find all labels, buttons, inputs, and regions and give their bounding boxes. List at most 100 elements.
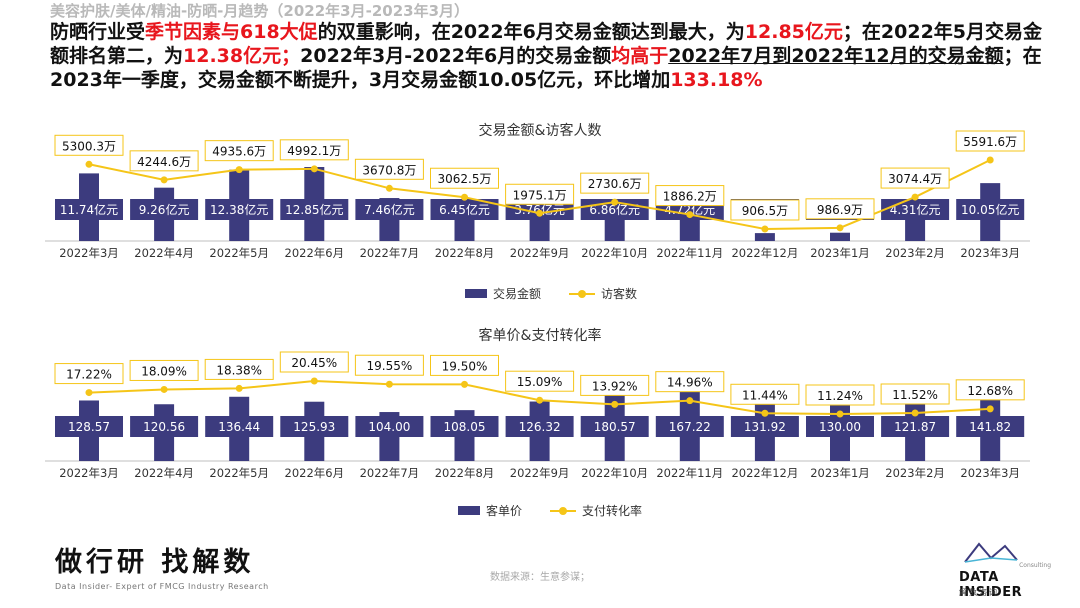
headline-part: 均高于 bbox=[611, 45, 669, 67]
x-tick-label: 2022年4月 bbox=[134, 466, 194, 480]
line-value-label: 5300.3万 bbox=[62, 139, 116, 153]
chart2-title: 客单价&支付转化率 bbox=[478, 328, 602, 344]
line-value-label: 986.9万 bbox=[817, 203, 863, 217]
bar-value-bg bbox=[655, 416, 724, 437]
line-label-box bbox=[880, 383, 950, 405]
bar-value-bg bbox=[130, 416, 199, 437]
legend-bar-label: 交易金额 bbox=[493, 287, 542, 301]
line-point bbox=[385, 380, 393, 388]
line-label-box bbox=[580, 374, 650, 396]
chart1-title: 交易金额&访客人数 bbox=[478, 123, 602, 139]
x-tick-label: 2022年5月 bbox=[209, 246, 269, 260]
legend-bar-swatch bbox=[458, 506, 480, 515]
line-label-box bbox=[129, 359, 199, 381]
x-tick-label: 2022年8月 bbox=[435, 246, 495, 260]
line-label-box bbox=[655, 371, 725, 393]
bar-value-bg bbox=[355, 199, 424, 220]
x-tick-label: 2023年1月 bbox=[810, 246, 870, 260]
line-point bbox=[611, 400, 619, 408]
headline-part: 2022年3月-2022年6月的交易金额 bbox=[300, 45, 612, 67]
line-label-box bbox=[430, 167, 499, 189]
line-point bbox=[160, 385, 168, 393]
x-tick-label: 2022年7月 bbox=[360, 466, 420, 480]
bar-value-label: 130.00 bbox=[819, 420, 861, 434]
x-tick-label: 2022年11月 bbox=[656, 246, 723, 260]
line-point bbox=[536, 209, 544, 217]
line-label-box bbox=[354, 354, 424, 376]
line-point bbox=[235, 384, 243, 392]
x-tick-label: 2023年3月 bbox=[960, 466, 1020, 480]
line-label-box bbox=[655, 185, 725, 207]
line-label-box bbox=[805, 384, 875, 406]
bar-value-label: 128.57 bbox=[68, 420, 110, 434]
line-label-box bbox=[204, 358, 274, 380]
logo-cn: 解数咨询 bbox=[959, 588, 999, 597]
bar-value-label: 7.46亿元 bbox=[364, 202, 415, 217]
line-point bbox=[686, 211, 694, 219]
bar-value-label: 126.32 bbox=[519, 420, 561, 434]
bar-value-bg bbox=[205, 199, 274, 220]
bar-value-bg bbox=[430, 199, 499, 220]
x-tick-label: 2022年4月 bbox=[134, 246, 194, 260]
x-tick-label: 2022年11月 bbox=[656, 466, 723, 480]
line-value-label: 906.5万 bbox=[742, 204, 788, 218]
line-value-label: 15.09% bbox=[517, 375, 563, 389]
headline-part: ；在2022年5月交易金额排名第二，为 bbox=[50, 21, 1043, 67]
logo-consulting: Consulting bbox=[1019, 562, 1051, 569]
line-value-label: 14.96% bbox=[667, 376, 713, 390]
bar-value-bg bbox=[355, 416, 424, 437]
legend-line-swatch bbox=[550, 506, 577, 516]
x-tick-label: 2023年1月 bbox=[810, 466, 870, 480]
line-point bbox=[911, 409, 919, 417]
headline-part: 季节因素与618大促 bbox=[145, 21, 318, 43]
line-value-label: 11.52% bbox=[892, 388, 938, 402]
bar-value-label: 6.86亿元 bbox=[589, 202, 640, 217]
line-value-label: 1886.2万 bbox=[663, 190, 717, 204]
logo-name: DATA INSIDER bbox=[959, 570, 1023, 600]
x-tick-label: 2022年8月 bbox=[435, 466, 495, 480]
chart2-legend: 客单价 支付转化率 bbox=[458, 502, 642, 519]
line-point bbox=[235, 166, 243, 174]
brand-slogan: 做行研 找解数 bbox=[55, 547, 255, 578]
line-value-label: 3670.8万 bbox=[362, 163, 416, 177]
x-tick-label: 2022年10月 bbox=[581, 246, 648, 260]
bar-value-label: 141.82 bbox=[969, 420, 1011, 434]
line-value-label: 20.45% bbox=[291, 356, 337, 370]
bar-value-label: 12.38亿元 bbox=[210, 202, 268, 217]
headline-part: 2022年7月到2022年12月的交易金额 bbox=[668, 45, 1004, 67]
line-value-label: 18.38% bbox=[216, 363, 262, 377]
line-value-label: 19.55% bbox=[367, 359, 413, 373]
bar-value-bg bbox=[280, 416, 349, 437]
bar-value-bg bbox=[580, 416, 649, 437]
legend-bar-swatch bbox=[465, 289, 487, 298]
line-value-label: 17.22% bbox=[66, 368, 112, 382]
line-label-box bbox=[955, 379, 1025, 401]
line-label-box bbox=[129, 150, 199, 172]
line-point bbox=[160, 176, 168, 184]
bar bbox=[679, 213, 700, 241]
line-point bbox=[986, 156, 994, 164]
headline-part: ；在2023年一季度，交易金额不断提升，3月交易金额10.05亿元，环比增加 bbox=[50, 45, 1042, 91]
line-label-box bbox=[54, 134, 124, 156]
x-tick-label: 2022年12月 bbox=[731, 466, 798, 480]
line-value-label: 2730.6万 bbox=[588, 177, 642, 191]
x-tick-label: 2022年5月 bbox=[209, 466, 269, 480]
line-label-box bbox=[580, 172, 650, 194]
bar-value-label: 12.85亿元 bbox=[285, 202, 343, 217]
line-point bbox=[761, 409, 769, 417]
x-tick-label: 2022年6月 bbox=[285, 246, 345, 260]
line-label-box bbox=[730, 383, 800, 405]
headline-part: 133.18% bbox=[670, 69, 763, 91]
bar-value-label: 10.05亿元 bbox=[961, 202, 1019, 217]
line-point bbox=[85, 389, 93, 397]
line-label-box bbox=[279, 351, 349, 373]
line-value-label: 3074.4万 bbox=[888, 172, 942, 186]
line-point bbox=[310, 377, 318, 385]
line-label-box bbox=[955, 130, 1025, 152]
bar-value-label: 121.87 bbox=[894, 420, 936, 434]
bar-value-bg bbox=[505, 416, 574, 437]
bar-value-bg bbox=[130, 199, 199, 220]
legend-line-swatch bbox=[569, 289, 596, 299]
x-tick-label: 2022年9月 bbox=[510, 466, 570, 480]
line-label-box bbox=[430, 354, 499, 376]
